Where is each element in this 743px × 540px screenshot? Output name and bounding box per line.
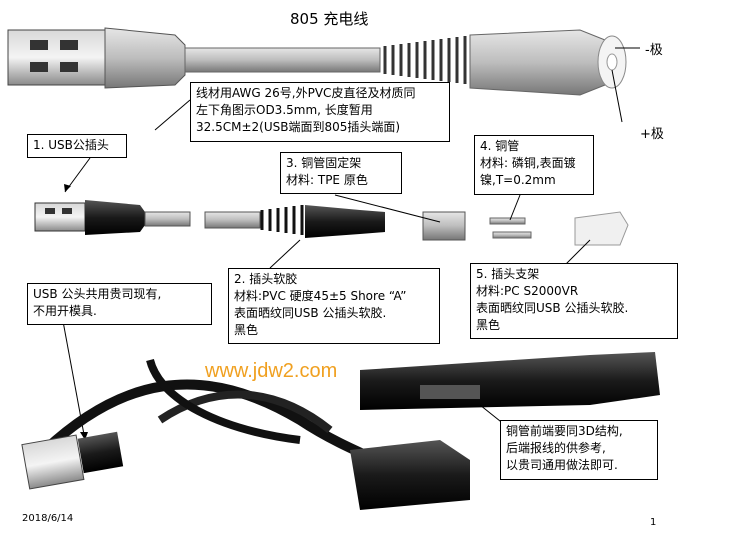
plug-rubber-box: 2. 插头软胶 材料:PVC 硬度45±5 Shore “A” 表面晒纹同USB… <box>228 268 440 344</box>
tube-holder-box: 3. 铜管固定架 材料: TPE 原色 <box>280 152 402 194</box>
usb-plug-label: 1. USB公插头 <box>33 138 109 152</box>
usb-plug-label-box: 1. USB公插头 <box>27 134 127 158</box>
usb-note-line: 不用开模具. <box>33 304 97 318</box>
copper-tube-line: 镍,T=0.2mm <box>480 173 556 187</box>
usb-note-line: USB 公头共用贵司现有, <box>33 287 162 301</box>
tube-holder-heading: 3. 铜管固定架 <box>286 156 362 170</box>
watermark-text: www.jdw2.com <box>205 360 338 382</box>
usb-note-box: USB 公头共用贵司现有, 不用开模具. <box>27 283 212 325</box>
plug-bracket-line: 黑色 <box>476 318 501 332</box>
footer-date: 2018/6/14 <box>22 513 74 524</box>
copper-note-box: 铜管前端要同3D结构, 后端报线的供参考, 以贵司通用做法即可. <box>500 420 658 480</box>
copper-tube-box: 4. 铜管 材料: 磷铜,表面镀 镍,T=0.2mm <box>474 135 594 195</box>
cable-note-box: 线材用AWG 26号,外PVC皮直径及材质同 左下角图示OD3.5mm, 长度暂… <box>190 82 450 142</box>
plug-rubber-line: 材料:PVC 硬度45±5 Shore “A” <box>234 289 407 303</box>
cable-note-line: 左下角图示OD3.5mm, 长度暂用 <box>196 103 373 117</box>
copper-tube-line: 材料: 磷铜,表面镀 <box>480 156 576 170</box>
bottom-cable-photo <box>21 358 470 510</box>
positive-pole-line <box>611 69 623 123</box>
plug-bracket-box: 5. 插头支架 材料:PC S2000VR 表面晒纹同USB 公插头软胶. 黑色 <box>470 263 678 339</box>
footer-page-number: 1 <box>650 517 657 528</box>
copper-note-line: 以贵司通用做法即可. <box>506 458 618 472</box>
plug-bracket-line: 材料:PC S2000VR <box>476 284 579 298</box>
copper-note-line: 铜管前端要同3D结构, <box>506 424 623 438</box>
copper-tube-3d-photo <box>360 352 660 410</box>
positive-pole-label: +极 <box>640 127 664 142</box>
plug-rubber-line: 黑色 <box>234 323 259 337</box>
plug-rubber-heading: 2. 插头软胶 <box>234 272 298 286</box>
cable-note-line: 32.5CM±2(USB端面到805插头端面) <box>196 120 401 134</box>
cable-note-line: 线材用AWG 26号,外PVC皮直径及材质同 <box>196 86 416 100</box>
copper-tube-heading: 4. 铜管 <box>480 139 520 153</box>
top-cable-photo <box>7 27 627 96</box>
exploded-parts <box>34 200 629 246</box>
plug-rubber-line: 表面晒纹同USB 公插头软胶. <box>234 306 387 320</box>
plug-bracket-heading: 5. 插头支架 <box>476 267 540 281</box>
page-title: 805 充电线 <box>290 10 369 28</box>
copper-note-line: 后端报线的供参考, <box>506 441 606 455</box>
plug-bracket-line: 表面晒纹同USB 公插头软胶. <box>476 301 629 315</box>
negative-pole-label: -极 <box>645 43 663 58</box>
tube-holder-material: 材料: TPE 原色 <box>286 173 368 187</box>
